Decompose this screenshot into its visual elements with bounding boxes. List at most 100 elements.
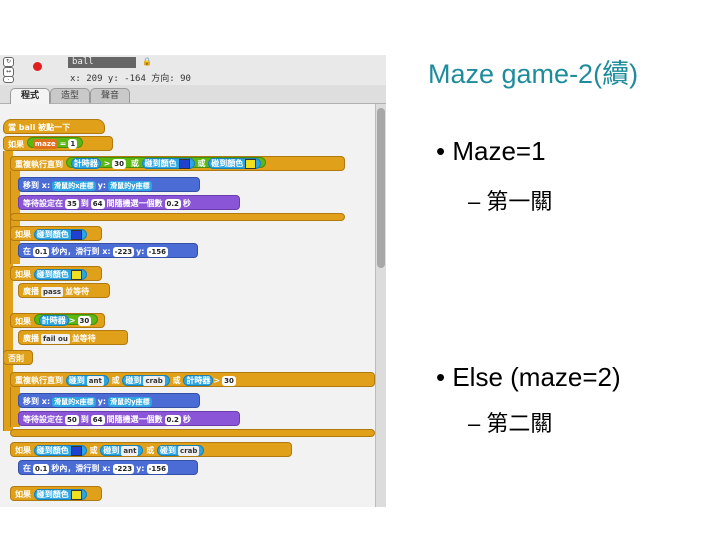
touch-color-yellow-2[interactable]: 碰到顏色 xyxy=(33,269,87,280)
timer-label-3: 計時器 xyxy=(186,376,211,385)
if-label-5: 如果 xyxy=(15,446,31,455)
secs-value-2[interactable]: 0.2 xyxy=(164,414,181,425)
maze-variable: maze xyxy=(32,138,58,149)
ant-dropdown-2[interactable]: ant xyxy=(121,445,139,456)
crab-dropdown-2[interactable]: crab xyxy=(178,445,200,456)
glide-in-label-2: 在 xyxy=(23,464,31,473)
stop-icon[interactable] xyxy=(33,62,42,71)
repeat-bracket-2 xyxy=(10,387,20,427)
broadcast-label: 廣播 xyxy=(23,287,39,296)
to-value[interactable]: 64 xyxy=(90,198,105,209)
timer-value-2[interactable]: 30 xyxy=(77,315,92,326)
tab-sounds[interactable]: 聲音 xyxy=(90,88,130,103)
blue-swatch-3[interactable] xyxy=(70,445,82,456)
from-value-2[interactable]: 50 xyxy=(65,414,79,425)
sprite-name-field[interactable]: ball xyxy=(68,57,136,68)
timer-value[interactable]: 30 xyxy=(112,158,127,169)
yellow-swatch[interactable] xyxy=(245,158,257,169)
goto-label-2: 移到 x: xyxy=(23,397,51,406)
glide-y-2[interactable]: -156 xyxy=(146,463,169,474)
yellow-swatch-3[interactable] xyxy=(70,489,82,500)
glide-secs-2[interactable]: 0.1 xyxy=(33,463,50,474)
rotate-icon[interactable]: ↻ xyxy=(3,57,14,67)
blue-swatch[interactable] xyxy=(178,158,190,169)
to-value-2[interactable]: 64 xyxy=(90,414,105,425)
if-label-3: 如果 xyxy=(15,270,31,279)
touch-label-2: 碰到 xyxy=(125,376,142,385)
touch-color-blue[interactable]: 碰到顏色 xyxy=(141,158,195,169)
tab-costumes[interactable]: 造型 xyxy=(50,88,90,103)
timer-reporter-2[interactable]: 計時器 xyxy=(38,315,69,326)
in-label: 在 xyxy=(55,199,63,208)
touch-color-blue-2[interactable]: 碰到顏色 xyxy=(33,229,87,240)
if-label: 如果 xyxy=(8,140,24,149)
no-rotate-icon[interactable]: · xyxy=(3,76,14,84)
or-label-6: 或 xyxy=(146,446,155,455)
glide-y[interactable]: -156 xyxy=(146,246,169,257)
or-label-4: 或 xyxy=(172,376,181,385)
or-op[interactable]: 計時器 >30 或 碰到顏色 或 碰到顏色 xyxy=(65,157,267,169)
pass-message-dropdown[interactable]: pass xyxy=(41,286,64,297)
touch-label-3: 碰到 xyxy=(103,446,120,455)
if-touch-yellow-block-2[interactable]: 如果 碰到顏色 xyxy=(10,486,102,501)
if-maze-block[interactable]: 如果 maze=1 xyxy=(3,136,113,151)
maze-equals-op[interactable]: maze=1 xyxy=(26,137,84,149)
repeat-until-block[interactable]: 重複執行直到 計時器 >30 或 碰到顏色 或 碰到顏色 xyxy=(10,156,345,171)
mouse-x-reporter[interactable]: 滑鼠的x座標 xyxy=(52,180,96,191)
else-label: 否則 xyxy=(8,354,24,363)
or-label-2: 或 xyxy=(197,159,206,168)
timer-gt-op[interactable]: 計時器>30 xyxy=(33,314,99,326)
else-label-block[interactable]: 否則 xyxy=(3,350,33,365)
if-label-6: 如果 xyxy=(15,490,31,499)
to-label-2: 到 xyxy=(80,415,89,424)
if-touch-blue-block[interactable]: 如果 碰到顏色 xyxy=(10,226,102,241)
mouse-y-reporter[interactable]: 滑鼠的y座標 xyxy=(108,180,152,191)
wait-label: 等待設定 xyxy=(23,199,55,208)
tab-scripts[interactable]: 程式 xyxy=(10,88,50,104)
crab-dropdown[interactable]: crab xyxy=(143,375,165,386)
glide-secs[interactable]: 0.1 xyxy=(33,246,50,257)
touch-color-blue-3[interactable]: 碰到顏色 xyxy=(33,445,87,456)
timer-reporter-3[interactable]: 計時器 xyxy=(183,375,214,386)
glide-x-2[interactable]: -223 xyxy=(112,463,135,474)
mouse-x-reporter-2[interactable]: 滑鼠的x座標 xyxy=(52,396,96,407)
timer-reporter[interactable]: 計時器 xyxy=(70,158,101,169)
blue-swatch-2[interactable] xyxy=(70,229,82,240)
ant-dropdown[interactable]: ant xyxy=(86,375,104,386)
if-timer-block[interactable]: 如果 計時器>30 xyxy=(10,313,105,328)
to-label: 到 xyxy=(80,199,89,208)
glide-x[interactable]: -223 xyxy=(112,246,135,257)
from-value[interactable]: 35 xyxy=(65,198,79,209)
scripts-area[interactable]: 當 ball 被點一下 如果 maze=1 重複執行直到 計時器 >30 或 碰… xyxy=(0,104,375,507)
fail-message-dropdown[interactable]: fail ou xyxy=(41,333,70,344)
maze-value[interactable]: 1 xyxy=(68,138,78,149)
repeat-bottom-2 xyxy=(10,429,375,437)
mouse-y-reporter-2[interactable]: 滑鼠的y座標 xyxy=(108,396,152,407)
timer-value-3[interactable]: 30 xyxy=(222,375,236,386)
when-clicked-hat[interactable]: 當 ball 被點一下 xyxy=(3,119,105,134)
if-touch-yellow-block[interactable]: 如果 碰到顏色 xyxy=(10,266,102,281)
touch-color-yellow-3[interactable]: 碰到顏色 xyxy=(33,489,87,500)
and-wait-label-2: 並等待 xyxy=(71,334,96,343)
bullet-maze-1: • Maze=1 xyxy=(436,136,546,166)
touch-color-yellow[interactable]: 碰到顏色 xyxy=(208,158,262,169)
yellow-swatch-2[interactable] xyxy=(70,269,82,280)
lock-icon[interactable]: 🔒 xyxy=(142,57,152,66)
scrollbar-thumb[interactable] xyxy=(377,108,385,268)
scripts-scrollbar[interactable] xyxy=(375,104,386,507)
secs-value[interactable]: 0.2 xyxy=(164,198,181,209)
